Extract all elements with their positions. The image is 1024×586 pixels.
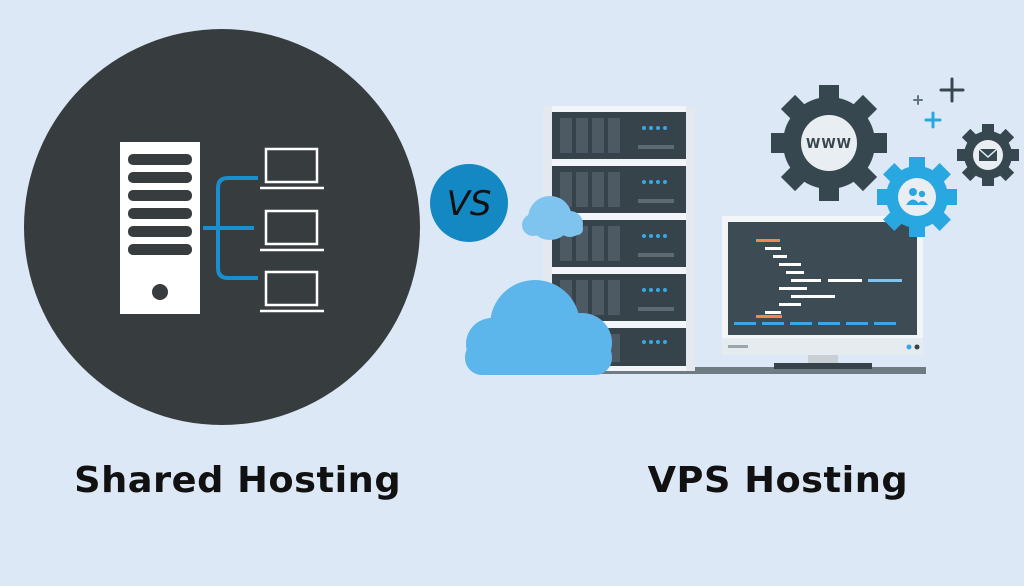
shared-hosting-graphic [24,29,420,425]
mail-gear-icon [957,124,1019,186]
plus-icon [913,95,923,105]
monitor-icon [722,216,923,369]
vs-badge: VS [430,164,508,242]
code-lines [734,239,902,325]
ground-line [540,367,926,374]
plus-icon [924,111,942,129]
users-icon [906,188,928,205]
vps-hosting-label: VPS Hosting [647,460,909,501]
mail-icon [978,148,998,161]
shared-hosting-label: Shared Hosting [74,460,402,501]
vps-hosting-graphic: WWW [465,77,1019,375]
server-icon [120,142,200,314]
www-label: WWW [806,137,852,152]
laptop-icon [260,147,324,313]
network-tree-icon [203,176,258,280]
users-gear-icon [877,157,957,237]
plus-icon [939,77,965,103]
cloud-icon [522,196,583,240]
gear-icon: WWW [771,85,887,201]
vs-label: VS [447,184,492,224]
cloud-icon [465,280,612,375]
